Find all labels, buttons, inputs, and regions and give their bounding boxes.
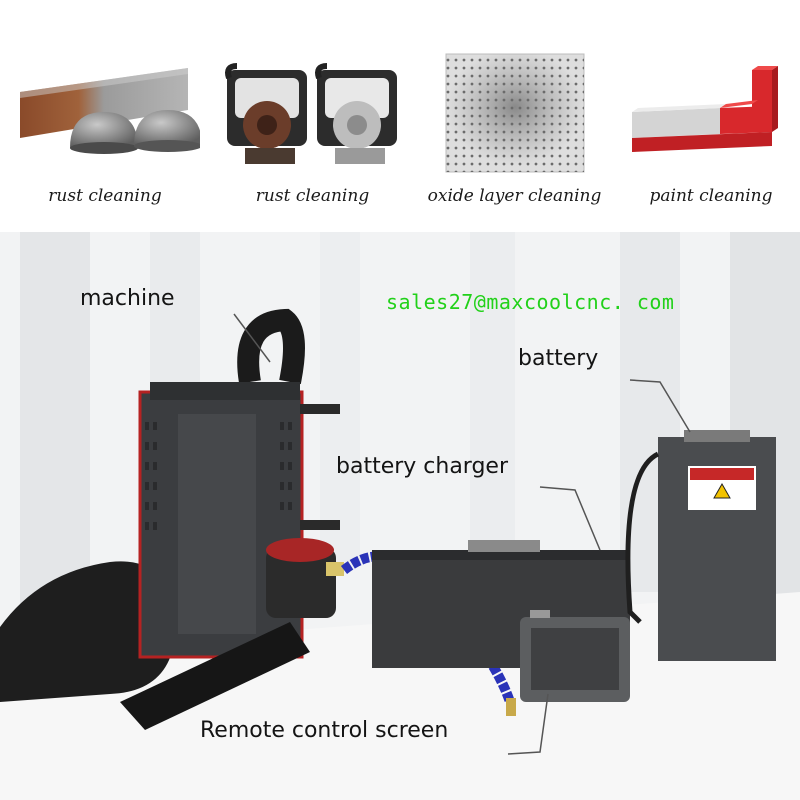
machine-unit: [138, 382, 340, 659]
contact-email: sales27@maxcoolcnc. com: [386, 290, 675, 314]
sample-paint-block: paint cleaning: [622, 0, 800, 232]
fiber-hose-icon: [0, 561, 172, 702]
rusted-motors-image: [225, 63, 397, 164]
rusted-bar-image: [20, 68, 200, 154]
sample-rust-bar: rust cleaning: [10, 0, 200, 232]
laser-head-icon: [120, 538, 344, 730]
sample-caption: rust cleaning: [48, 186, 162, 206]
callout-lines: [233, 313, 691, 755]
oxidized-plate-image: [445, 53, 585, 173]
callout-remote-control-screen: Remote control screen: [200, 718, 449, 743]
equipment-illustration: [0, 308, 776, 755]
remote-control-unit: [520, 610, 630, 702]
sample-caption: rust cleaning: [255, 186, 370, 206]
callout-machine: machine: [80, 286, 175, 311]
sample-caption: oxide layer cleaning: [427, 186, 602, 206]
callout-battery-charger: battery charger: [336, 454, 509, 479]
sample-caption: paint cleaning: [649, 186, 773, 206]
battery-unit: [625, 430, 776, 661]
product-scene: sales27@maxcoolcnc. com machine battery …: [0, 232, 800, 800]
application-samples-strip: rust cleaning rust cleaning: [0, 0, 800, 232]
callout-battery: battery: [518, 346, 599, 371]
painted-block-image: [632, 66, 778, 152]
sample-oxide-plate: oxide layer cleaning: [412, 0, 617, 232]
sample-rust-motors: rust cleaning: [215, 0, 410, 232]
